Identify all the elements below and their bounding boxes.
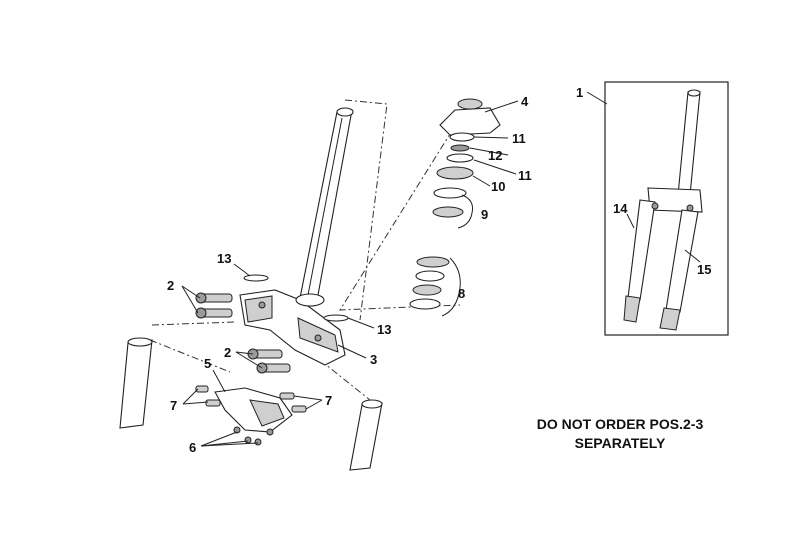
callout-8: 8	[458, 286, 465, 301]
headset-lower-stack	[409, 256, 450, 310]
callout-13b: 13	[377, 322, 391, 337]
callout-3: 3	[370, 352, 377, 367]
fork-tube-right	[349, 399, 383, 471]
callout-10: 10	[491, 179, 505, 194]
clips-7	[195, 385, 307, 413]
callout-5: 5	[204, 356, 211, 371]
callout-7b: 7	[325, 393, 332, 408]
callout-7a: 7	[170, 398, 177, 413]
leader-lines	[181, 91, 701, 447]
callout-2a: 2	[167, 278, 174, 293]
ordering-note-line2: SEPARATELY	[574, 435, 666, 451]
callout-11b: 11	[518, 168, 532, 183]
callout-14: 14	[613, 201, 628, 216]
bolts-upper	[195, 292, 233, 319]
fork-tube-left	[119, 337, 153, 429]
seal-13-lower	[323, 314, 349, 322]
callout-15: 15	[697, 262, 711, 277]
bottom-yoke	[239, 289, 346, 366]
callout-6: 6	[189, 440, 196, 455]
assembly-axis-lines	[149, 99, 461, 409]
callout-labels: 1 2 2 3 4 5 6 7 7 8 9 10 11 11 12 13 13 …	[167, 85, 711, 455]
cover-plate	[214, 387, 293, 433]
callout-12: 12	[488, 148, 502, 163]
callout-13a: 13	[217, 251, 231, 266]
callout-2b: 2	[224, 345, 231, 360]
callout-1: 1	[576, 85, 583, 100]
steering-stem	[299, 107, 354, 299]
callout-4: 4	[521, 94, 529, 109]
fork-assembly-box	[604, 81, 729, 336]
ordering-note-line1: DO NOT ORDER POS.2-3	[536, 416, 704, 432]
callout-11a: 11	[512, 131, 526, 146]
callout-9: 9	[481, 207, 488, 222]
ordering-note: DO NOT ORDER POS.2-3 SEPARATELY	[470, 415, 770, 453]
bracket-9	[457, 194, 473, 229]
seal-13-upper	[243, 274, 269, 282]
bolts-lower	[247, 348, 291, 374]
bracket-8	[441, 257, 461, 317]
headset-upper-stack	[432, 98, 501, 218]
